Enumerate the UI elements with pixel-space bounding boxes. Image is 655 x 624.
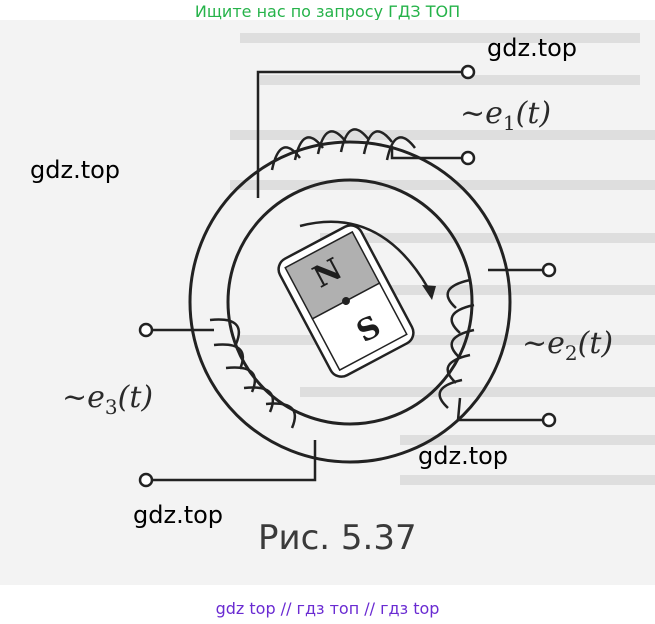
rotation-arrowhead bbox=[422, 285, 436, 300]
lead-wires bbox=[150, 70, 545, 482]
watermark-top-right: gdz.top bbox=[487, 34, 578, 62]
terminals bbox=[138, 64, 557, 488]
watermark-bottom-left: gdz.top bbox=[133, 501, 224, 529]
emf-label-e1: ~e1(t) bbox=[460, 96, 552, 135]
toroid-diagram bbox=[138, 33, 655, 488]
rotation-arc bbox=[299, 220, 430, 289]
torus-inner bbox=[226, 178, 474, 426]
figure-image: N S ~e1(t) ~e2(t) ~e3(t) Рис. 5.37 gdz.t… bbox=[0, 20, 655, 585]
bottom-banner: gdz top // гдз топ // гдз top bbox=[215, 599, 440, 618]
emf-label-e3: ~e3(t) bbox=[62, 380, 154, 419]
coil-right bbox=[438, 278, 475, 409]
coil-top bbox=[270, 128, 416, 171]
emf-label-e2: ~e2(t) bbox=[522, 326, 614, 365]
magnet bbox=[277, 224, 415, 378]
coil-left bbox=[209, 318, 297, 429]
watermark-left: gdz.top bbox=[30, 156, 121, 184]
figure-caption: Рис. 5.37 bbox=[258, 518, 417, 558]
top-banner: Ищите нас по запросу ГДЗ ТОП bbox=[194, 2, 461, 21]
torus-outer bbox=[188, 140, 512, 464]
watermark-bottom-right: gdz.top bbox=[418, 442, 509, 470]
